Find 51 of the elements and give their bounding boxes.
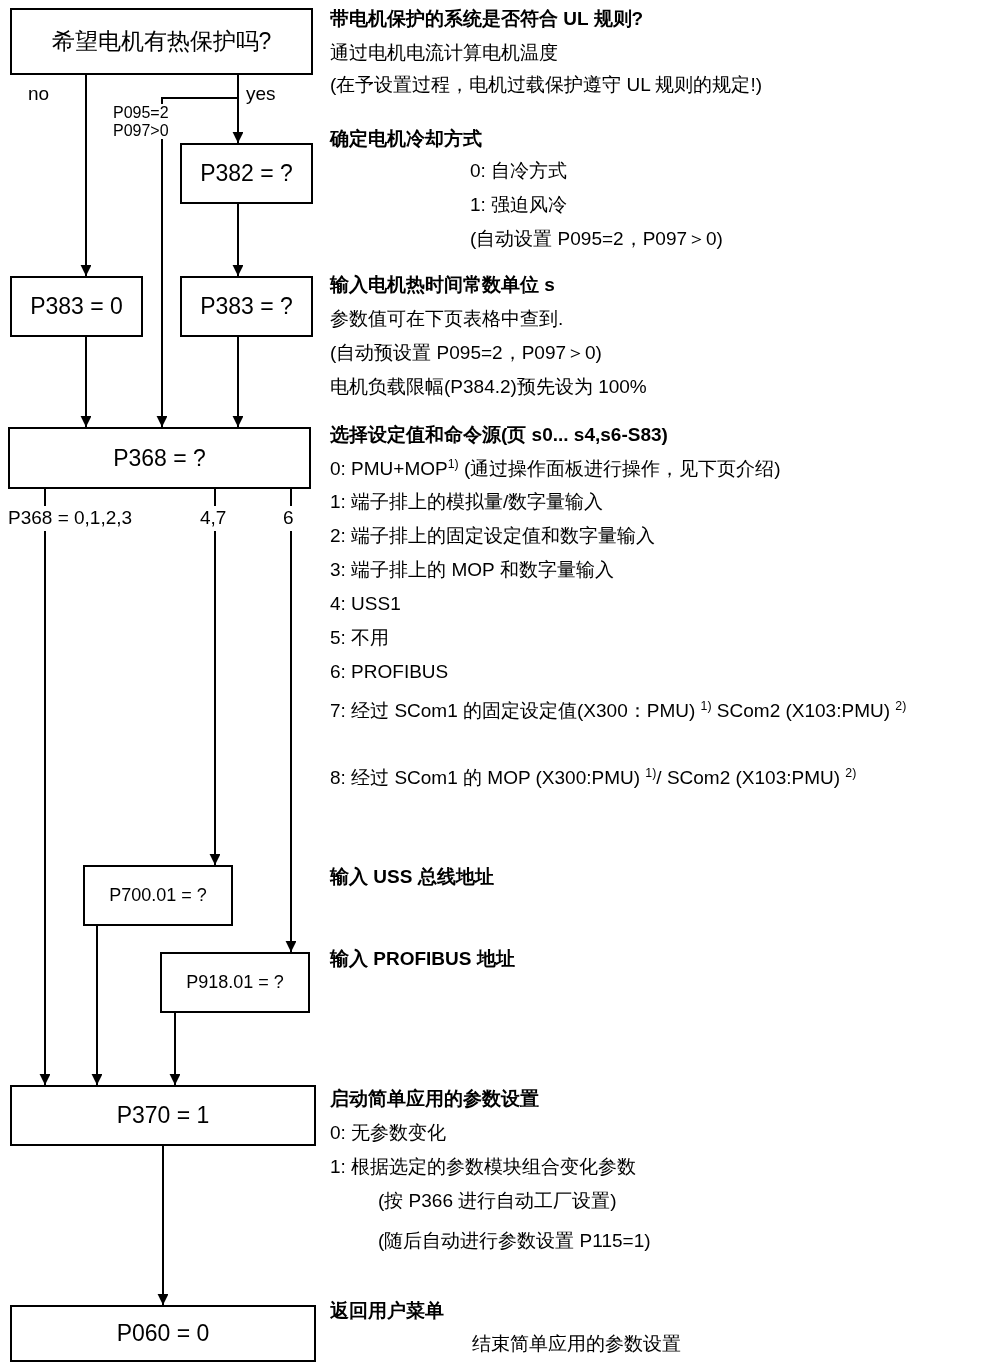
process-box: P060 = 0 xyxy=(10,1305,316,1362)
process-box: P700.01 = ? xyxy=(83,865,233,926)
process-box: P383 = ? xyxy=(180,276,313,337)
note-text: 结束简单应用的参数设置 xyxy=(472,1333,681,1356)
note-text: 8: 经过 SCom1 的 MOP (X300:PMU) $^{1)}$/ SCom2 (X103:PMU) $^{2)}$ xyxy=(330,764,858,790)
note-text: 2: 端子排上的固定设定值和数字量输入 xyxy=(330,525,656,548)
edge-label: no xyxy=(28,84,50,105)
note-text: 6: PROFIBUS xyxy=(330,661,449,684)
edge-label: P368 = 0,1,2,3 xyxy=(8,506,133,531)
section-heading: 选择设定值和命令源(页 s0... s4,s6-S83) xyxy=(330,424,668,447)
process-box: P918.01 = ? xyxy=(160,952,310,1013)
arrow xyxy=(209,488,221,866)
arrow xyxy=(80,336,92,428)
arrow xyxy=(157,1145,169,1306)
note-text: 1: 强迫风冷 xyxy=(470,194,568,217)
arrow xyxy=(232,336,244,428)
note-text: 4: USS1 xyxy=(330,593,401,616)
process-box: P370 = 1 xyxy=(10,1085,316,1146)
arrow xyxy=(232,203,244,277)
section-heading: 确定电机冷却方式 xyxy=(330,128,482,151)
process-box: P368 = ? xyxy=(8,427,311,489)
note-text: 电机负载限幅(P384.2)预先设为 100% xyxy=(330,376,647,399)
edge-label: 4,7 xyxy=(200,506,227,531)
note-text: 3: 端子排上的 MOP 和数字量输入 xyxy=(330,559,614,582)
note-text: 1: 根据选定的参数模块组合变化参数 xyxy=(330,1156,637,1179)
edge-label: yes xyxy=(246,84,276,105)
note-text: 通过电机电流计算电机温度 xyxy=(330,42,558,65)
arrow xyxy=(169,1012,181,1086)
arrow xyxy=(285,488,297,953)
note-text: 0: 自冷方式 xyxy=(470,160,568,183)
note-text: (随后自动进行参数设置 P115=1) xyxy=(378,1230,651,1253)
note-text: (按 P366 进行自动工厂设置) xyxy=(378,1190,617,1213)
arrow xyxy=(91,925,103,1086)
note-text: 参数值可在下页表格中查到. xyxy=(330,308,564,331)
section-heading: 输入 PROFIBUS 地址 xyxy=(330,948,515,971)
process-box: 希望电机有热保护吗? xyxy=(10,8,313,75)
arrow xyxy=(39,488,51,1086)
note-text: 5: 不用 xyxy=(330,627,390,650)
note-text: 7: 经过 SCom1 的固定设定值(X300：PMU) $^{1)}$ SCom2 (X103:PMU) $^{2)}$ xyxy=(330,697,908,723)
process-box: P383 = 0 xyxy=(10,276,143,337)
note-text: 0: PMU+MOP$^{1)}$ (通过操作面板进行操作，见下页介绍) xyxy=(330,457,781,482)
process-box: P382 = ? xyxy=(180,143,313,204)
note-text: 0: 无参数变化 xyxy=(330,1122,447,1145)
section-heading: 返回用户菜单 xyxy=(330,1300,444,1323)
note-text: (在予设置过程，电机过载保护遵守 UL 规则的规定!) xyxy=(330,74,763,97)
note-text: (自动设置 P095=2，P097＞0) xyxy=(470,228,723,251)
edge-label: 6 xyxy=(283,506,294,531)
note-text: (自动预设置 P095=2，P097＞0) xyxy=(330,342,602,365)
section-heading: 输入 USS 总线地址 xyxy=(330,866,494,889)
note-text: 1: 端子排上的模拟量/数字量输入 xyxy=(330,491,604,514)
arrow xyxy=(80,74,92,277)
